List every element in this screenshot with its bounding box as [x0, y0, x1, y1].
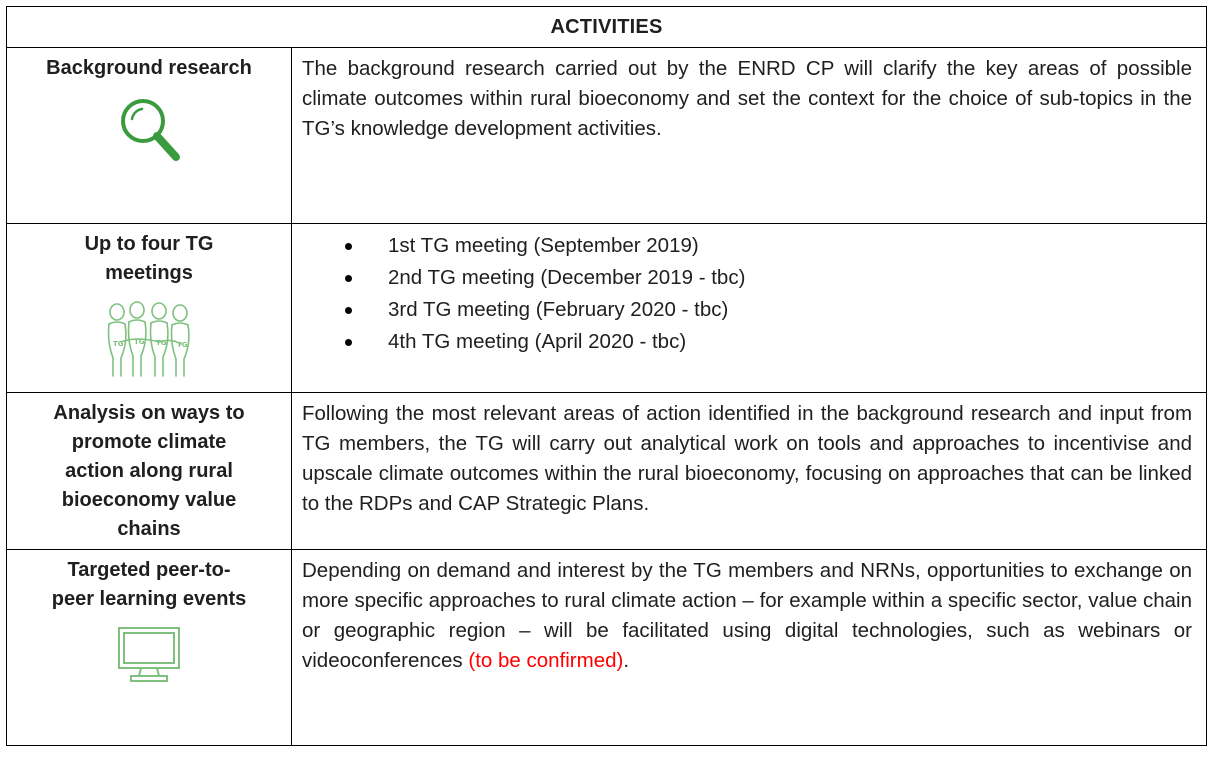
activity-description-cell: 1st TG meeting (September 2019) 2nd TG m…: [290, 223, 1208, 393]
svg-text:TG: TG: [134, 338, 145, 346]
activity-description-cell: Following the most relevant areas of act…: [290, 392, 1208, 550]
svg-text:TG: TG: [156, 339, 167, 347]
activity-title-cell: Targeted peer-to- peer learning events: [6, 549, 292, 746]
table-row: Analysis on ways to promote climate acti…: [6, 392, 1208, 550]
monitor-icon: [118, 627, 180, 682]
list-item: 2nd TG meeting (December 2019 - tbc): [342, 262, 1192, 294]
activity-title-line: promote climate: [71, 431, 227, 453]
svg-text:TG: TG: [177, 341, 188, 349]
activity-title-line: Analysis on ways to: [53, 402, 245, 424]
magnifier-icon: [121, 99, 180, 161]
activity-title-line: bioeconomy value: [61, 489, 237, 511]
table-row: Up to four TG meetings: [6, 223, 1208, 393]
table-row: Targeted peer-to- peer learning events D…: [6, 549, 1208, 746]
activity-title-line: chains: [117, 518, 181, 540]
svg-text:TG: TG: [113, 340, 124, 348]
activity-description-cell: The background research carried out by t…: [290, 47, 1208, 224]
list-item: 3rd TG meeting (February 2020 - tbc): [342, 294, 1192, 326]
table-header-row: ACTIVITIES: [5, 6, 1208, 48]
description-end: .: [623, 649, 630, 672]
activity-title-line: Background research: [46, 57, 252, 79]
activity-description: The background research carried out by t…: [302, 57, 1193, 140]
activity-description: Following the most relevant areas of act…: [302, 402, 1193, 515]
list-item: 4th TG meeting (April 2020 - tbc): [342, 326, 1192, 358]
activity-description-cell: Depending on demand and interest by the …: [290, 549, 1208, 746]
activity-title-line: Up to four TG: [84, 233, 214, 255]
table-header: ACTIVITIES: [5, 6, 1208, 48]
activity-title-cell: Analysis on ways to promote climate acti…: [6, 392, 292, 550]
description-text: Depending on demand and interest by the …: [302, 559, 1193, 672]
activity-title-line: peer learning events: [51, 588, 247, 610]
activity-title-line: Targeted peer-to-: [67, 559, 231, 581]
meetings-list: 1st TG meeting (September 2019) 2nd TG m…: [302, 230, 1192, 358]
list-item: 1st TG meeting (September 2019): [342, 230, 1192, 262]
activity-title-cell: Background research: [6, 47, 292, 224]
activities-table: ACTIVITIES Background research The backg…: [5, 6, 1208, 746]
activity-description: Depending on demand and interest by the …: [302, 556, 1192, 676]
people-group-icon: TG TG TG TG: [107, 301, 190, 377]
table-row: Background research The background resea…: [6, 47, 1208, 224]
activity-title-line: action along rural: [65, 460, 233, 482]
activity-title-line: meetings: [105, 262, 193, 284]
activity-title-cell: Up to four TG meetings: [6, 223, 292, 393]
to-be-confirmed-note: (to be confirmed): [468, 649, 624, 672]
